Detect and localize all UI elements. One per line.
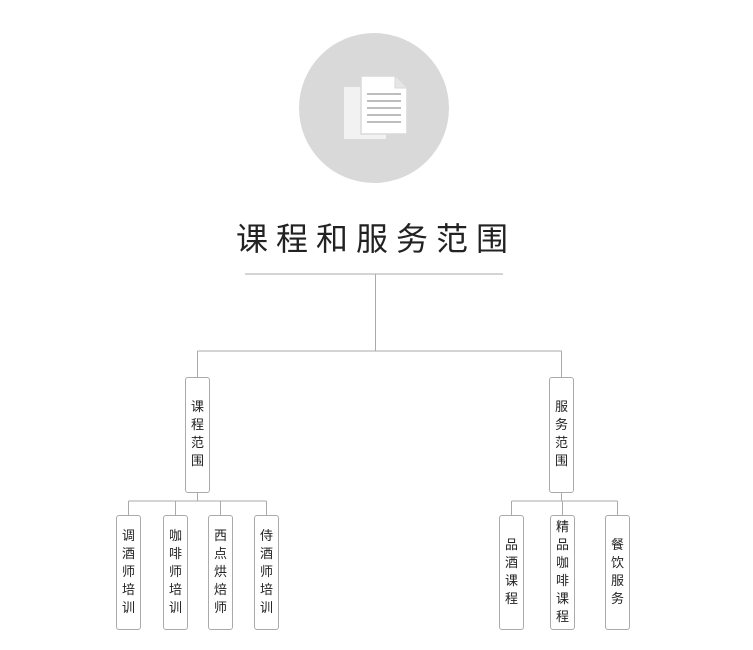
leaf-label: 品酒课程: [504, 537, 518, 607]
leaf-label: 咖啡师培训: [168, 528, 182, 616]
leaf-label: 西点烘焙师: [213, 528, 227, 616]
leaf-box: 调酒师培训: [116, 515, 141, 630]
leaf-label: 餐饮服务: [610, 537, 624, 607]
branch-label: 课程范围: [190, 400, 204, 469]
diagram-title: 课程和服务范围: [235, 220, 516, 258]
document-icon-circle: [299, 33, 449, 183]
leaf-box: 西点烘焙师: [208, 515, 233, 630]
leaf-box: 侍酒师培训: [254, 515, 279, 630]
document-icon: [344, 75, 408, 139]
leaf-label: 调酒师培训: [121, 528, 135, 616]
leaf-label: 侍酒师培训: [259, 528, 273, 616]
leaf-box: 精品咖啡课程: [550, 515, 575, 630]
branch-label: 服务范围: [554, 400, 568, 469]
leaf-box: 咖啡师培训: [163, 515, 188, 630]
branch-box-courses: 课程范围: [185, 377, 210, 493]
branch-box-services: 服务范围: [549, 377, 574, 493]
leaf-box: 品酒课程: [499, 515, 524, 630]
leaf-label: 精品咖啡课程: [555, 519, 569, 625]
leaf-box: 餐饮服务: [605, 515, 630, 630]
